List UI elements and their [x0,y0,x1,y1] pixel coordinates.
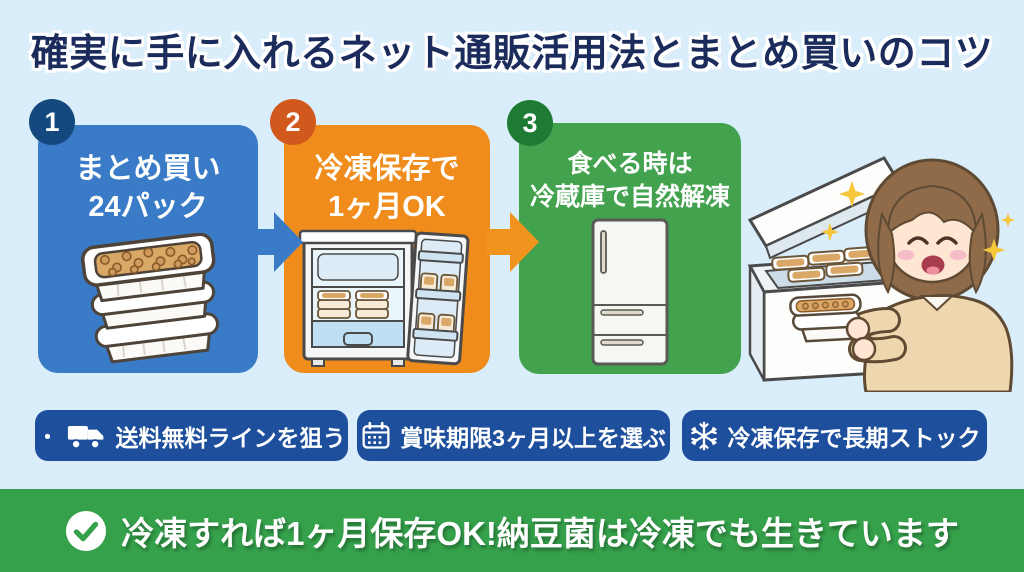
step3-line2: 冷蔵庫で自然解凍 [529,183,730,211]
sparkle-icon [821,180,1016,262]
arrow-right-icon [487,212,539,272]
natto-pack-stack-illustration [81,233,219,364]
freezer-illustration [298,229,470,367]
step-number-badge-3: 3 [507,100,553,146]
tip-badge-shipping: ・ 送料無料ラインを狙う [35,410,348,461]
tip-badge-expiry: 賞味期限3ヶ月以上を選ぶ [357,410,670,461]
step1-line2: 24パック [88,191,208,224]
step-card-2: 冷凍保存で 1ヶ月OK [284,125,490,373]
bottom-banner: 冷凍すれば1ヶ月保存OK!納豆菌は冷凍でも生きています [0,489,1024,572]
tip-badge-freeze: 冷凍保存で長期ストック [682,410,987,461]
natto-packs-in-freezer [771,245,882,283]
step3-line1: 食べる時は [567,150,693,178]
truck-icon [67,425,103,449]
bullet-dot: ・ [37,427,58,449]
arrow-right-icon [251,212,303,272]
calendar-icon [362,421,390,449]
step-number-badge-2: 2 [270,99,316,145]
step-card-1: まとめ買い 24パック [38,125,258,373]
page-title: 確実に手に入れるネット通販活用法とまとめ買いのコツ [30,33,994,75]
step-number-badge-1: 1 [29,99,75,145]
refrigerator-illustration [591,218,669,366]
banner-text: 冷凍すれば1ヶ月保存OK!納豆菌は冷凍でも生きています [121,514,959,552]
check-circle-icon [66,510,107,551]
step1-line1: まとめ買い [75,153,221,185]
held-natto-packs [789,293,862,343]
tip-label: 冷凍保存で長期ストック [727,424,981,451]
tip-label: 送料無料ラインを狙う [115,424,346,451]
woman-chest-freezer-illustration [747,156,1016,392]
step2-line1: 冷凍保存で [314,153,460,185]
snowflake-icon [690,421,717,450]
step-card-3: 食べる時は 冷蔵庫で自然解凍 [519,123,741,374]
tip-label: 賞味期限3ヶ月以上を選ぶ [400,424,666,451]
step2-line2: 1ヶ月OK [328,191,446,224]
